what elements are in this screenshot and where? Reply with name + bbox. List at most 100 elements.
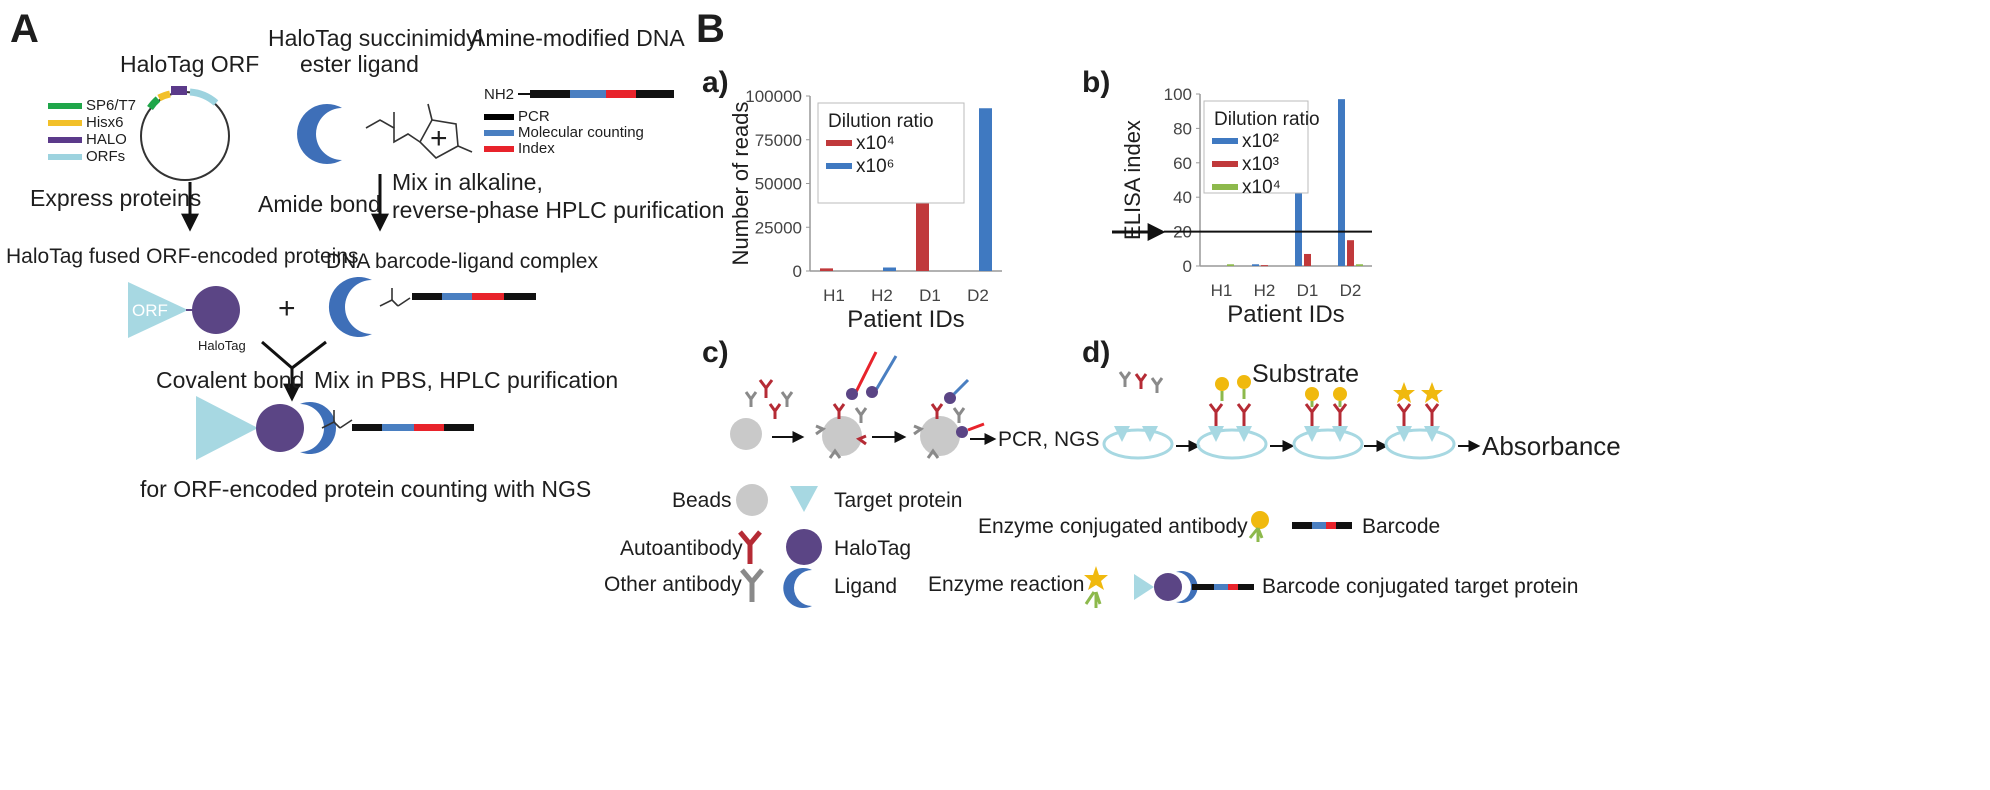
legend-entry: x10² — [1242, 131, 1279, 152]
y-tick-label: 0 — [793, 262, 802, 281]
barcode-legend-icon — [1292, 522, 1352, 529]
legend-barcode-target-label: Barcode conjugated target protein — [1262, 575, 1578, 598]
legend-target-label: Target protein — [834, 489, 962, 512]
y-tick-label: 60 — [1173, 154, 1192, 173]
x-tick-label: H1 — [823, 286, 845, 305]
x-axis-label: Patient IDs — [847, 306, 964, 333]
ligand-legend-icon — [783, 568, 812, 608]
y-tick-label: 75000 — [755, 131, 802, 150]
x-tick-label: H2 — [1254, 281, 1276, 300]
legend-title: Dilution ratio — [1214, 109, 1320, 130]
legend-beads-label: Beads — [672, 489, 732, 512]
sublabel-a: a) — [702, 66, 729, 99]
final-caption: for ORF-encoded protein counting with NG… — [140, 476, 591, 502]
y-axis-label: Number of reads — [728, 102, 753, 266]
bar-a-D2-s1 — [979, 108, 992, 271]
x-tick-label: D2 — [967, 286, 989, 305]
ligand-title-1: HaloTag succinimidyl — [268, 25, 483, 51]
legend-box — [1203, 100, 1309, 194]
legend-swatch-halo — [48, 137, 82, 143]
legend-barcode-label: Barcode — [1362, 515, 1440, 538]
plasmid-icon — [140, 86, 230, 181]
plus-sign-a2: + — [278, 292, 296, 325]
y-tick-label: 0 — [1183, 257, 1192, 276]
legend-label-halo: HALO — [86, 131, 127, 148]
bar-b-D1-s0 — [1295, 181, 1302, 266]
pcr-ngs-label: PCR, NGS — [998, 428, 1100, 451]
dna-legend: PCR Molecular counting Index — [484, 108, 644, 157]
bar-b-D2-s1 — [1347, 240, 1354, 266]
sublabel-c: c) — [702, 336, 729, 369]
panel-label-b: B — [696, 7, 725, 51]
legend-title: Dilution ratio — [828, 111, 934, 132]
legend-entry: x10⁴ — [1242, 177, 1281, 198]
legend-swatch-orfs — [48, 154, 82, 160]
plasmid-legend: SP6/T7 Hisx6 HALO ORFs — [48, 97, 136, 165]
sublabel-b: b) — [1082, 66, 1110, 99]
legend-label-orfs: ORFs — [86, 148, 125, 165]
legend-entry: x10³ — [1242, 154, 1279, 175]
dna-strand-icon — [518, 90, 674, 98]
dna-legend-index: Index — [518, 140, 555, 157]
x-tick-label: D1 — [919, 286, 941, 305]
orf-title: HaloTag ORF — [120, 51, 259, 77]
legend-entry: x10⁴ — [856, 133, 895, 154]
fused-title: HaloTag fused ORF-encoded proteins — [6, 245, 359, 268]
absorbance-label: Absorbance — [1482, 431, 1621, 461]
legend-box — [817, 102, 965, 204]
bar-b-H1-s2 — [1227, 264, 1234, 266]
plate-step-3 — [1292, 387, 1364, 460]
plate-step-4 — [1384, 382, 1456, 460]
panel-label-a: A — [10, 7, 39, 51]
x-tick-label: D1 — [1297, 281, 1319, 300]
legend-swatch-sp6 — [48, 103, 82, 109]
halotag-legend-icon — [786, 529, 822, 565]
dna-legend-counting: Molecular counting — [518, 124, 644, 141]
bar-a-D1-s0 — [916, 199, 929, 271]
x-axis-label: Patient IDs — [1227, 301, 1344, 328]
bar-b-H2-s1 — [1261, 265, 1268, 267]
final-conjugate-icon — [196, 396, 474, 460]
bar-b-D2-s0 — [1338, 99, 1345, 266]
bar-b-H2-s0 — [1252, 264, 1259, 266]
bead-icon — [736, 484, 768, 516]
ligand-structure-icon — [297, 103, 473, 164]
legend-label-his: Hisx6 — [86, 114, 124, 131]
hplc-rp-label: reverse-phase HPLC purification — [392, 197, 724, 223]
complex-title: DNA barcode-ligand complex — [326, 250, 598, 273]
orf-label: ORF — [132, 301, 168, 320]
y-tick-label: 50000 — [755, 175, 802, 194]
plus-sign-a1: + — [430, 122, 448, 155]
barcode-target-icon — [1134, 571, 1254, 603]
ligand-title-2: ester ligand — [300, 51, 419, 77]
merge-arrow-icon — [261, 340, 327, 402]
sublabel-d: d) — [1082, 336, 1110, 369]
orf-protein-icon — [128, 282, 240, 338]
mix-alkaline-label: Mix in alkaline, — [392, 169, 543, 195]
legend-swatch-his — [48, 120, 82, 126]
legend-ligand-label: Ligand — [834, 575, 897, 598]
plate-step-1 — [1102, 371, 1174, 460]
bar-b-D1-s1 — [1304, 253, 1311, 266]
x-tick-label: H2 — [871, 286, 893, 305]
y-tick-label: 40 — [1173, 188, 1192, 207]
y-axis-label: ELISA index — [1120, 120, 1145, 240]
dna-legend-pcr: PCR — [518, 108, 550, 125]
express-label: Express proteins — [30, 185, 201, 211]
y-tick-label: 100 — [1164, 85, 1192, 104]
covalent-label: Covalent bond — [156, 367, 304, 393]
halotag-label: HaloTag — [198, 338, 246, 353]
legend-enzyme-reaction-label: Enzyme reaction — [928, 573, 1084, 596]
bar-b-D2-s2 — [1356, 264, 1363, 266]
other-antibody-icon — [740, 568, 764, 602]
legend-label-sp6: SP6/T7 — [86, 97, 136, 114]
enzyme-antibody-icon — [1248, 511, 1269, 542]
legend-other-antibody-label: Other antibody — [604, 573, 742, 596]
legend-autoantibody-label: Autoantibody — [620, 537, 743, 560]
bead-step-1 — [730, 379, 794, 450]
nh2-label: NH2 — [484, 86, 514, 103]
y-tick-label: 80 — [1173, 119, 1192, 138]
bead-step-2 — [815, 351, 898, 459]
